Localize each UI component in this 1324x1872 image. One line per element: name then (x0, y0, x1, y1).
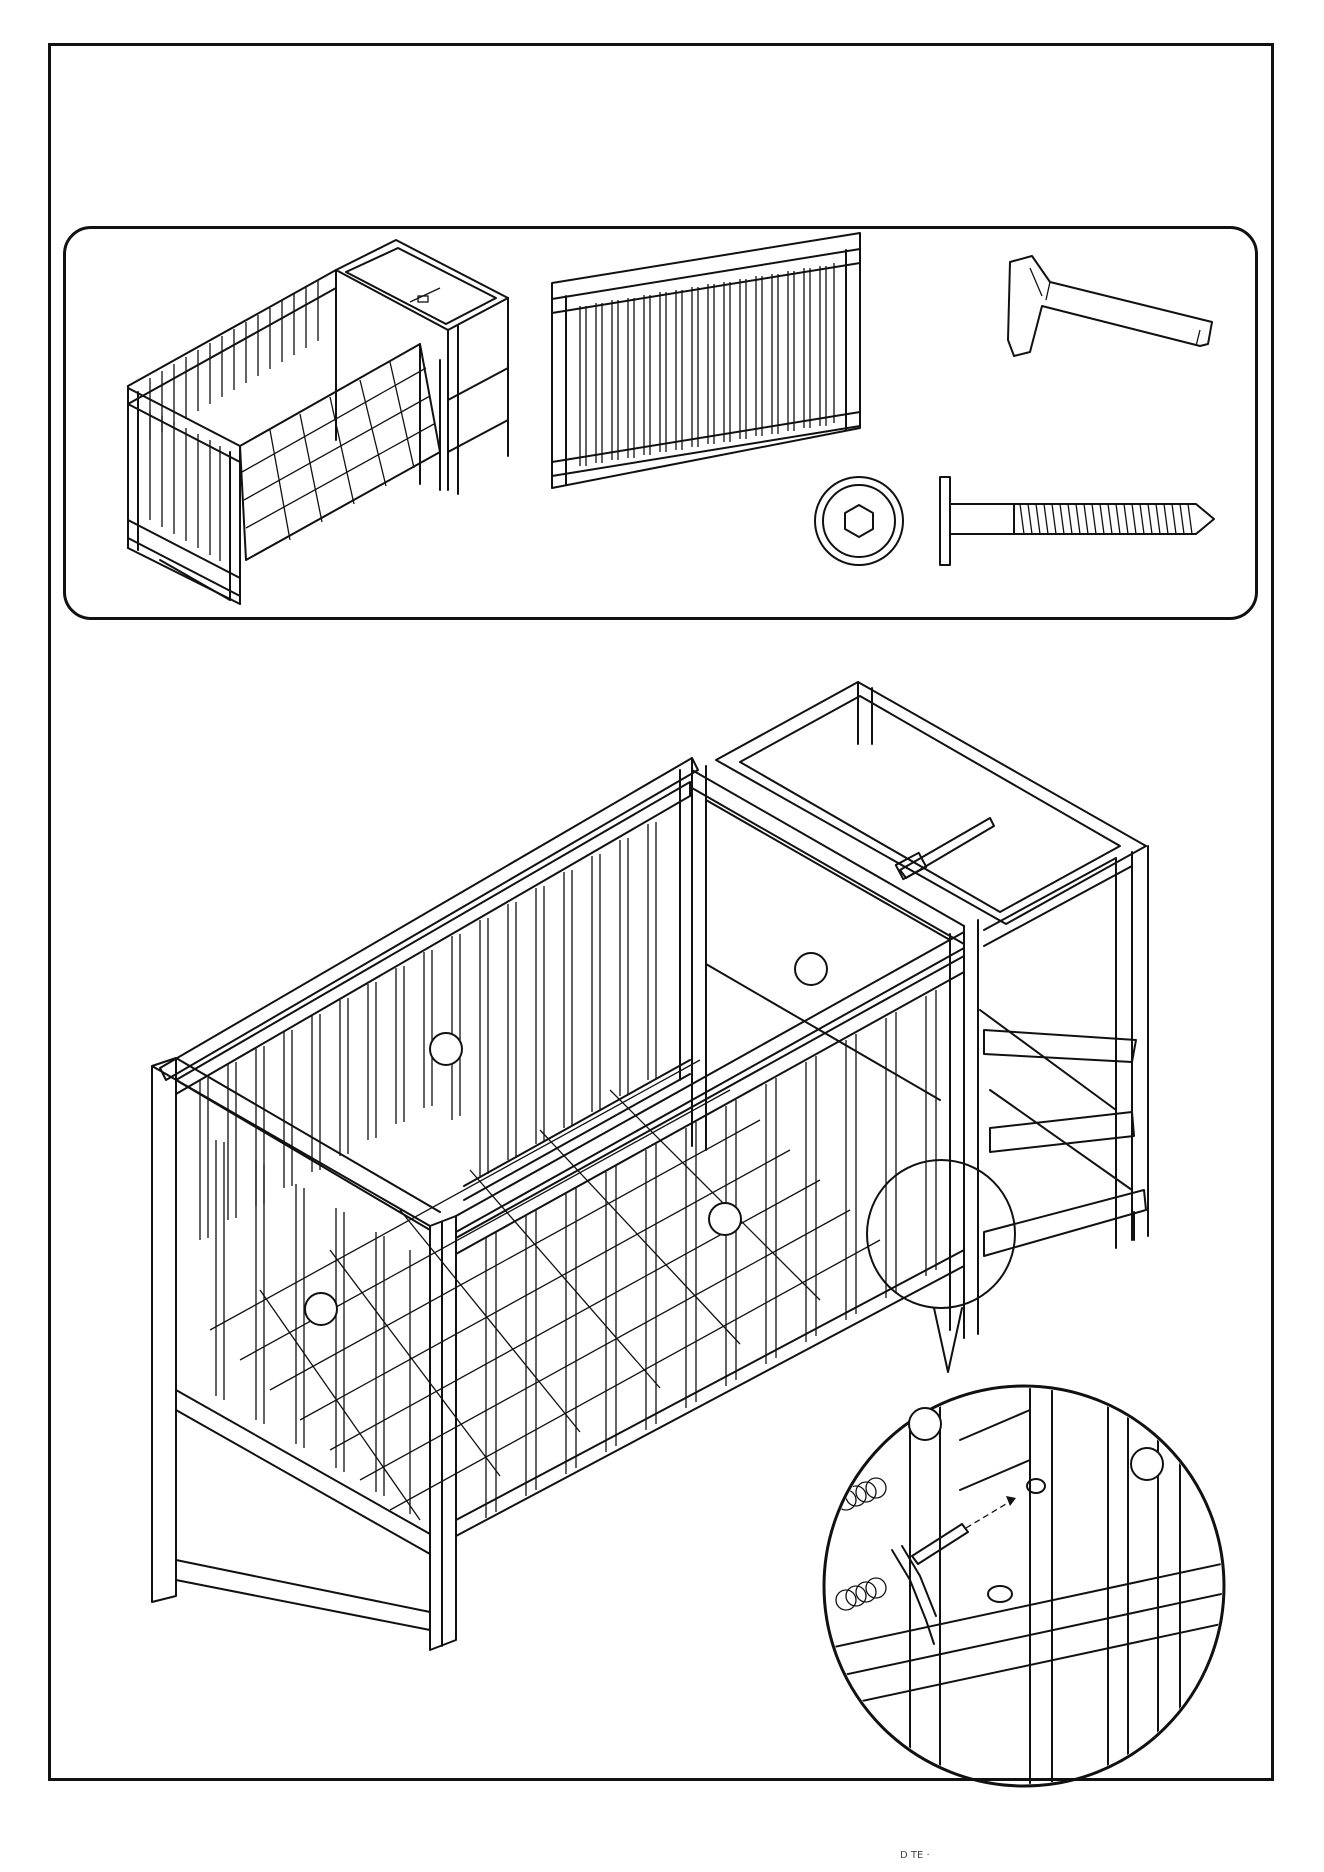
allen-key-icon (1008, 256, 1212, 356)
callout-detail-left (909, 1408, 941, 1440)
footer-note: D TE · (900, 1850, 930, 1861)
callout-back-panel (430, 1033, 462, 1065)
callout-detail-right (1131, 1448, 1163, 1480)
rail-panel-icon (552, 233, 860, 488)
bolt-head-icon (815, 477, 903, 565)
detail-magnifier (820, 1370, 1240, 1800)
detail-circle (824, 1386, 1224, 1786)
callout-end-panel (795, 953, 827, 985)
bolt-icon (940, 477, 1214, 565)
crib-thumbnail-icon (128, 240, 508, 604)
callout-left-end (305, 1293, 337, 1325)
callout-front-rail (709, 1203, 741, 1235)
focus-circle (867, 1160, 1015, 1308)
main-crib-illustration (152, 682, 1148, 1650)
